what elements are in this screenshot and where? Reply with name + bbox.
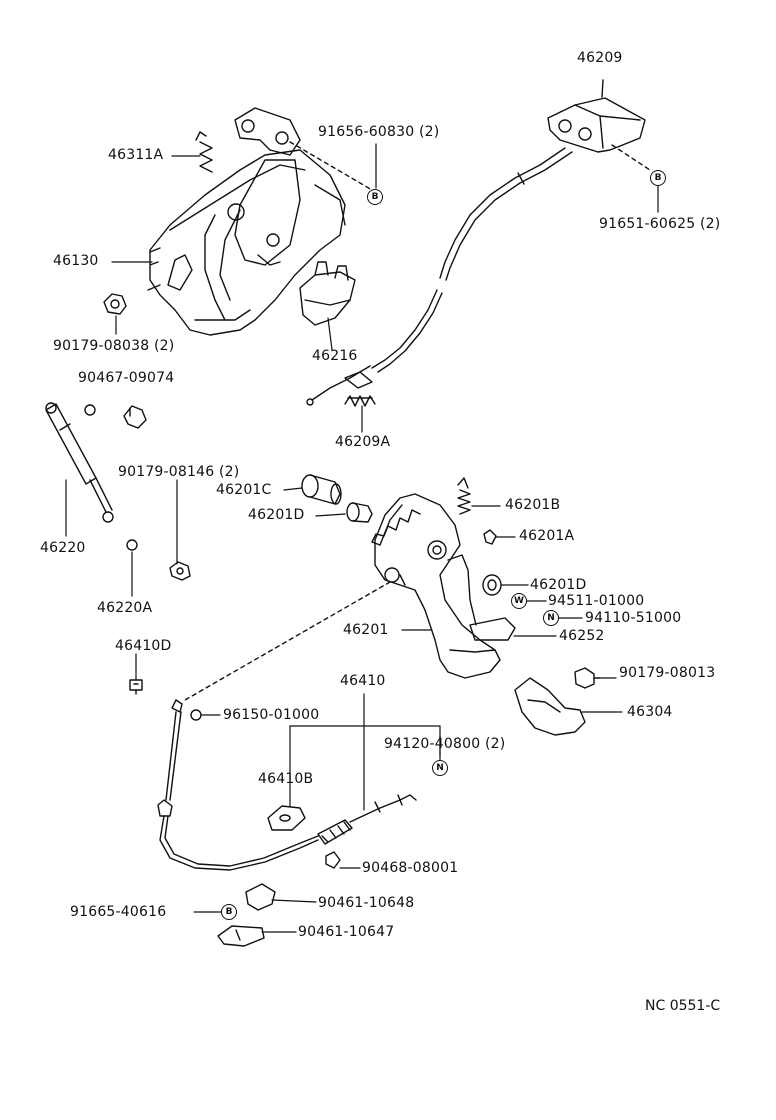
pedal-bracket-drawing — [147, 107, 373, 336]
part-label-90179-08013: 90179-08013 — [619, 665, 716, 681]
grommet-drawing — [126, 539, 138, 551]
part-label-46201d: 46201D — [530, 577, 587, 593]
part-label-90461-10648: 90461-10648 — [318, 895, 415, 911]
part-label-46201a: 46201A — [519, 528, 575, 544]
part-label-96150-01000: 96150-01000 — [223, 707, 320, 723]
part-label-94120-40800: 94120-40800 (2) — [384, 736, 506, 752]
part-label-46201b: 46201B — [505, 497, 561, 513]
part-label-94511-01000: 94511-01000 — [548, 593, 645, 609]
bushing-drawing — [301, 474, 342, 505]
part-label-46201: 46201 — [343, 622, 389, 638]
bolt-drawing — [483, 529, 497, 545]
part-label-90461-10647: 90461-10647 — [298, 924, 395, 940]
part-label-46201c: 46201C — [216, 482, 272, 498]
part-label-46410d: 46410D — [115, 638, 172, 654]
part-label-46130: 46130 — [53, 253, 99, 269]
symbol-b: B — [221, 904, 237, 920]
plug-drawing — [574, 667, 601, 689]
damper-drawing — [45, 402, 114, 523]
part-label-46220a: 46220A — [97, 600, 153, 616]
pedal-drawing — [184, 493, 516, 701]
leader-lines — [65, 143, 659, 933]
cable-drawing — [129, 679, 417, 947]
clip-drawing — [84, 404, 147, 429]
part-label-46209: 46209 — [577, 50, 623, 66]
part-label-46216: 46216 — [312, 348, 358, 364]
part-label-46220: 46220 — [40, 540, 86, 556]
part-label-46410: 46410 — [340, 673, 386, 689]
part-label-91665-40616: 91665-40616 — [70, 904, 167, 920]
bushing-drawing — [482, 574, 502, 596]
part-label-90179-08038: 90179-08038 (2) — [53, 338, 175, 354]
part-label-94110-51000: 94110-51000 — [585, 610, 682, 626]
part-label-46252: 46252 — [559, 628, 605, 644]
part-label-46410b: 46410B — [258, 771, 314, 787]
spring-drawing — [344, 395, 376, 407]
part-label-90467-09074: 90467-09074 — [78, 370, 175, 386]
symbol-b: B — [650, 170, 666, 186]
pedal-pad-drawing — [514, 677, 586, 736]
cover-drawing — [299, 261, 356, 326]
part-label-46201d: 46201D — [248, 507, 305, 523]
spring-drawing — [457, 477, 471, 515]
part-label-46311a: 46311A — [108, 147, 164, 163]
bushing-drawing — [346, 502, 373, 523]
diagram-code: NC 0551-C — [645, 998, 721, 1014]
part-label-46304: 46304 — [627, 704, 673, 720]
symbol-n: N — [432, 760, 448, 776]
part-label-46209a: 46209A — [335, 434, 391, 450]
symbol-b: B — [367, 189, 383, 205]
nut-drawing — [103, 293, 127, 315]
part-label-90179-08146: 90179-08146 (2) — [118, 464, 240, 480]
part-label-91656-60830: 91656-60830 (2) — [318, 124, 440, 140]
symbol-n: N — [543, 610, 559, 626]
part-label-91651-60625: 91651-60625 (2) — [599, 216, 721, 232]
part-label-90468-08001: 90468-08001 — [362, 860, 459, 876]
symbol-w: W — [511, 593, 527, 609]
nut-drawing — [169, 561, 191, 581]
release-handle-drawing — [306, 79, 651, 406]
